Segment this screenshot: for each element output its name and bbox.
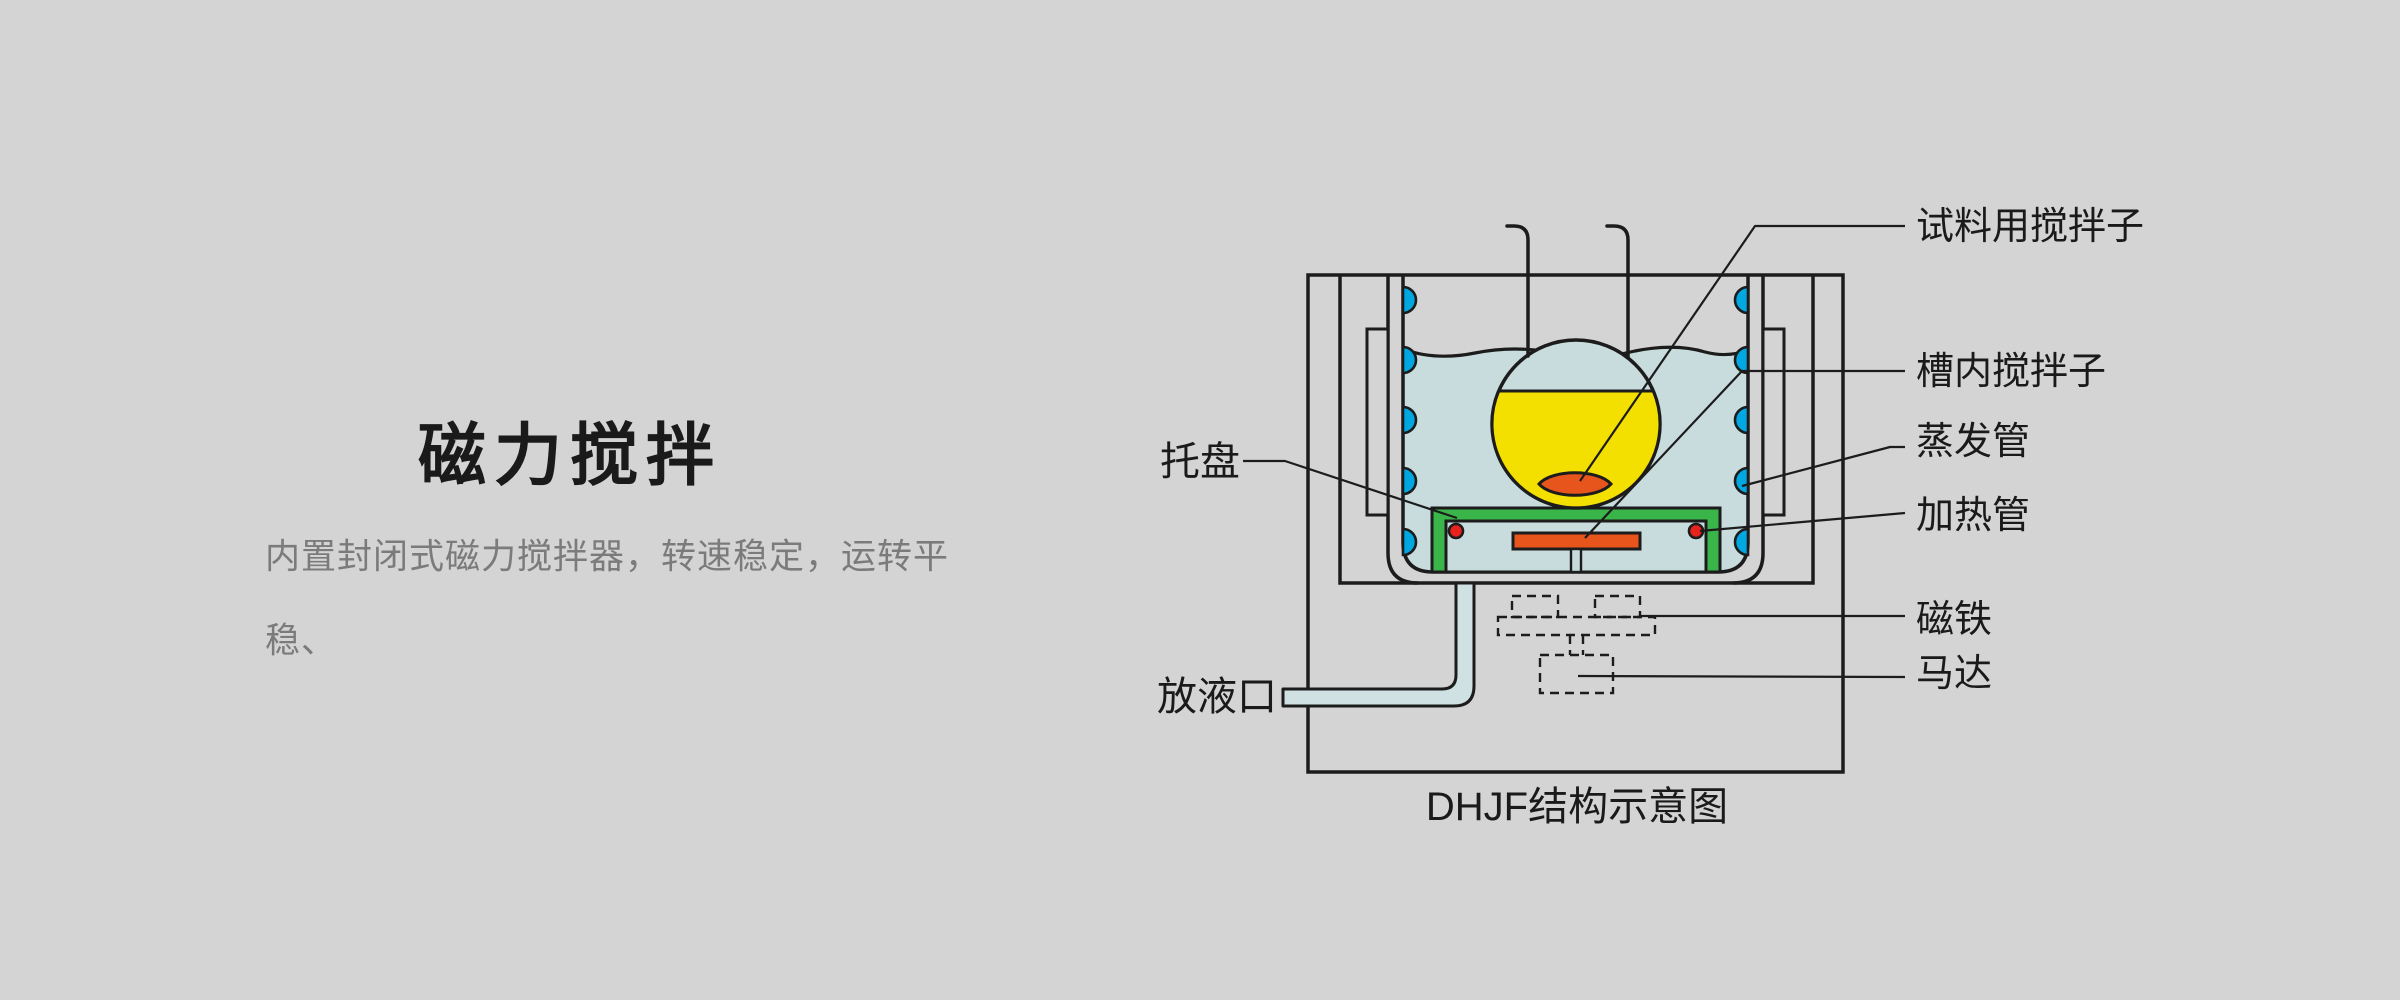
bath-stirrer-bar — [1511, 531, 1642, 551]
coil-bump-icon — [1733, 527, 1750, 557]
coil-bump-icon — [1401, 527, 1418, 557]
description-line-1: 内置封闭式磁力搅拌器，转速稳定，运转平 — [265, 538, 949, 577]
sample-stirrer-lens — [1537, 471, 1613, 497]
evaporator-coil-right — [1733, 285, 1750, 557]
coil-bump-icon — [1401, 285, 1418, 315]
description-line-2: 稳、 — [265, 622, 337, 661]
heating-tube-left — [1447, 522, 1465, 540]
coil-bump-icon — [1733, 345, 1750, 375]
side-liner-left — [1365, 327, 1390, 517]
leader-tray — [1243, 459, 1458, 520]
label-bath-stirrer: 槽内搅拌子 — [1916, 351, 2106, 393]
magnet-pole-right — [1593, 594, 1642, 619]
page-title: 磁力搅拌 — [418, 418, 722, 494]
outer-casing — [1306, 273, 1845, 774]
label-tray: 托盘 — [1160, 440, 1240, 484]
coil-bump-icon — [1733, 285, 1750, 315]
magnet-assembly — [1496, 594, 1657, 695]
coil-bump-icon — [1401, 405, 1418, 435]
side-liner-right — [1761, 327, 1786, 517]
coil-bump-icon — [1733, 466, 1750, 496]
label-motor: 马达 — [1916, 653, 1992, 695]
diagram-caption: DHJF结构示意图 — [1426, 785, 1728, 829]
leader-heating-tube — [1699, 511, 1906, 533]
tank-outer-wall-left — [1386, 275, 1419, 585]
label-drain-port: 放液口 — [1157, 675, 1277, 719]
leader-bath-stirrer — [1584, 369, 1905, 539]
tank-outer-wall-right — [1732, 275, 1765, 585]
leader-sample-stirrer — [1579, 224, 1905, 482]
label-magnet: 磁铁 — [1916, 599, 1992, 641]
leader-lines — [1243, 224, 1906, 679]
leader-motor — [1577, 674, 1906, 679]
casing-inner-shelf — [1338, 275, 1815, 585]
label-heating-tube: 加热管 — [1916, 495, 2030, 537]
motor-body — [1538, 653, 1615, 695]
drain-pipe — [1281, 581, 1476, 708]
flask-neck-right — [1605, 224, 1630, 360]
label-sample-stirrer: 试料用搅拌子 — [1916, 206, 2144, 248]
coil-bump-icon — [1733, 405, 1750, 435]
coil-bump-icon — [1401, 466, 1418, 496]
label-evaporator-tube: 蒸发管 — [1916, 421, 2030, 463]
flask-neck-left — [1505, 224, 1530, 358]
coil-bump-icon — [1401, 345, 1418, 375]
magnet-bar — [1496, 615, 1657, 637]
bath-stirrer-pivot — [1569, 547, 1583, 574]
evaporator-coil-left — [1401, 285, 1418, 557]
leader-evaporator-tube — [1741, 445, 1905, 488]
flask-liquid — [1490, 389, 1662, 510]
